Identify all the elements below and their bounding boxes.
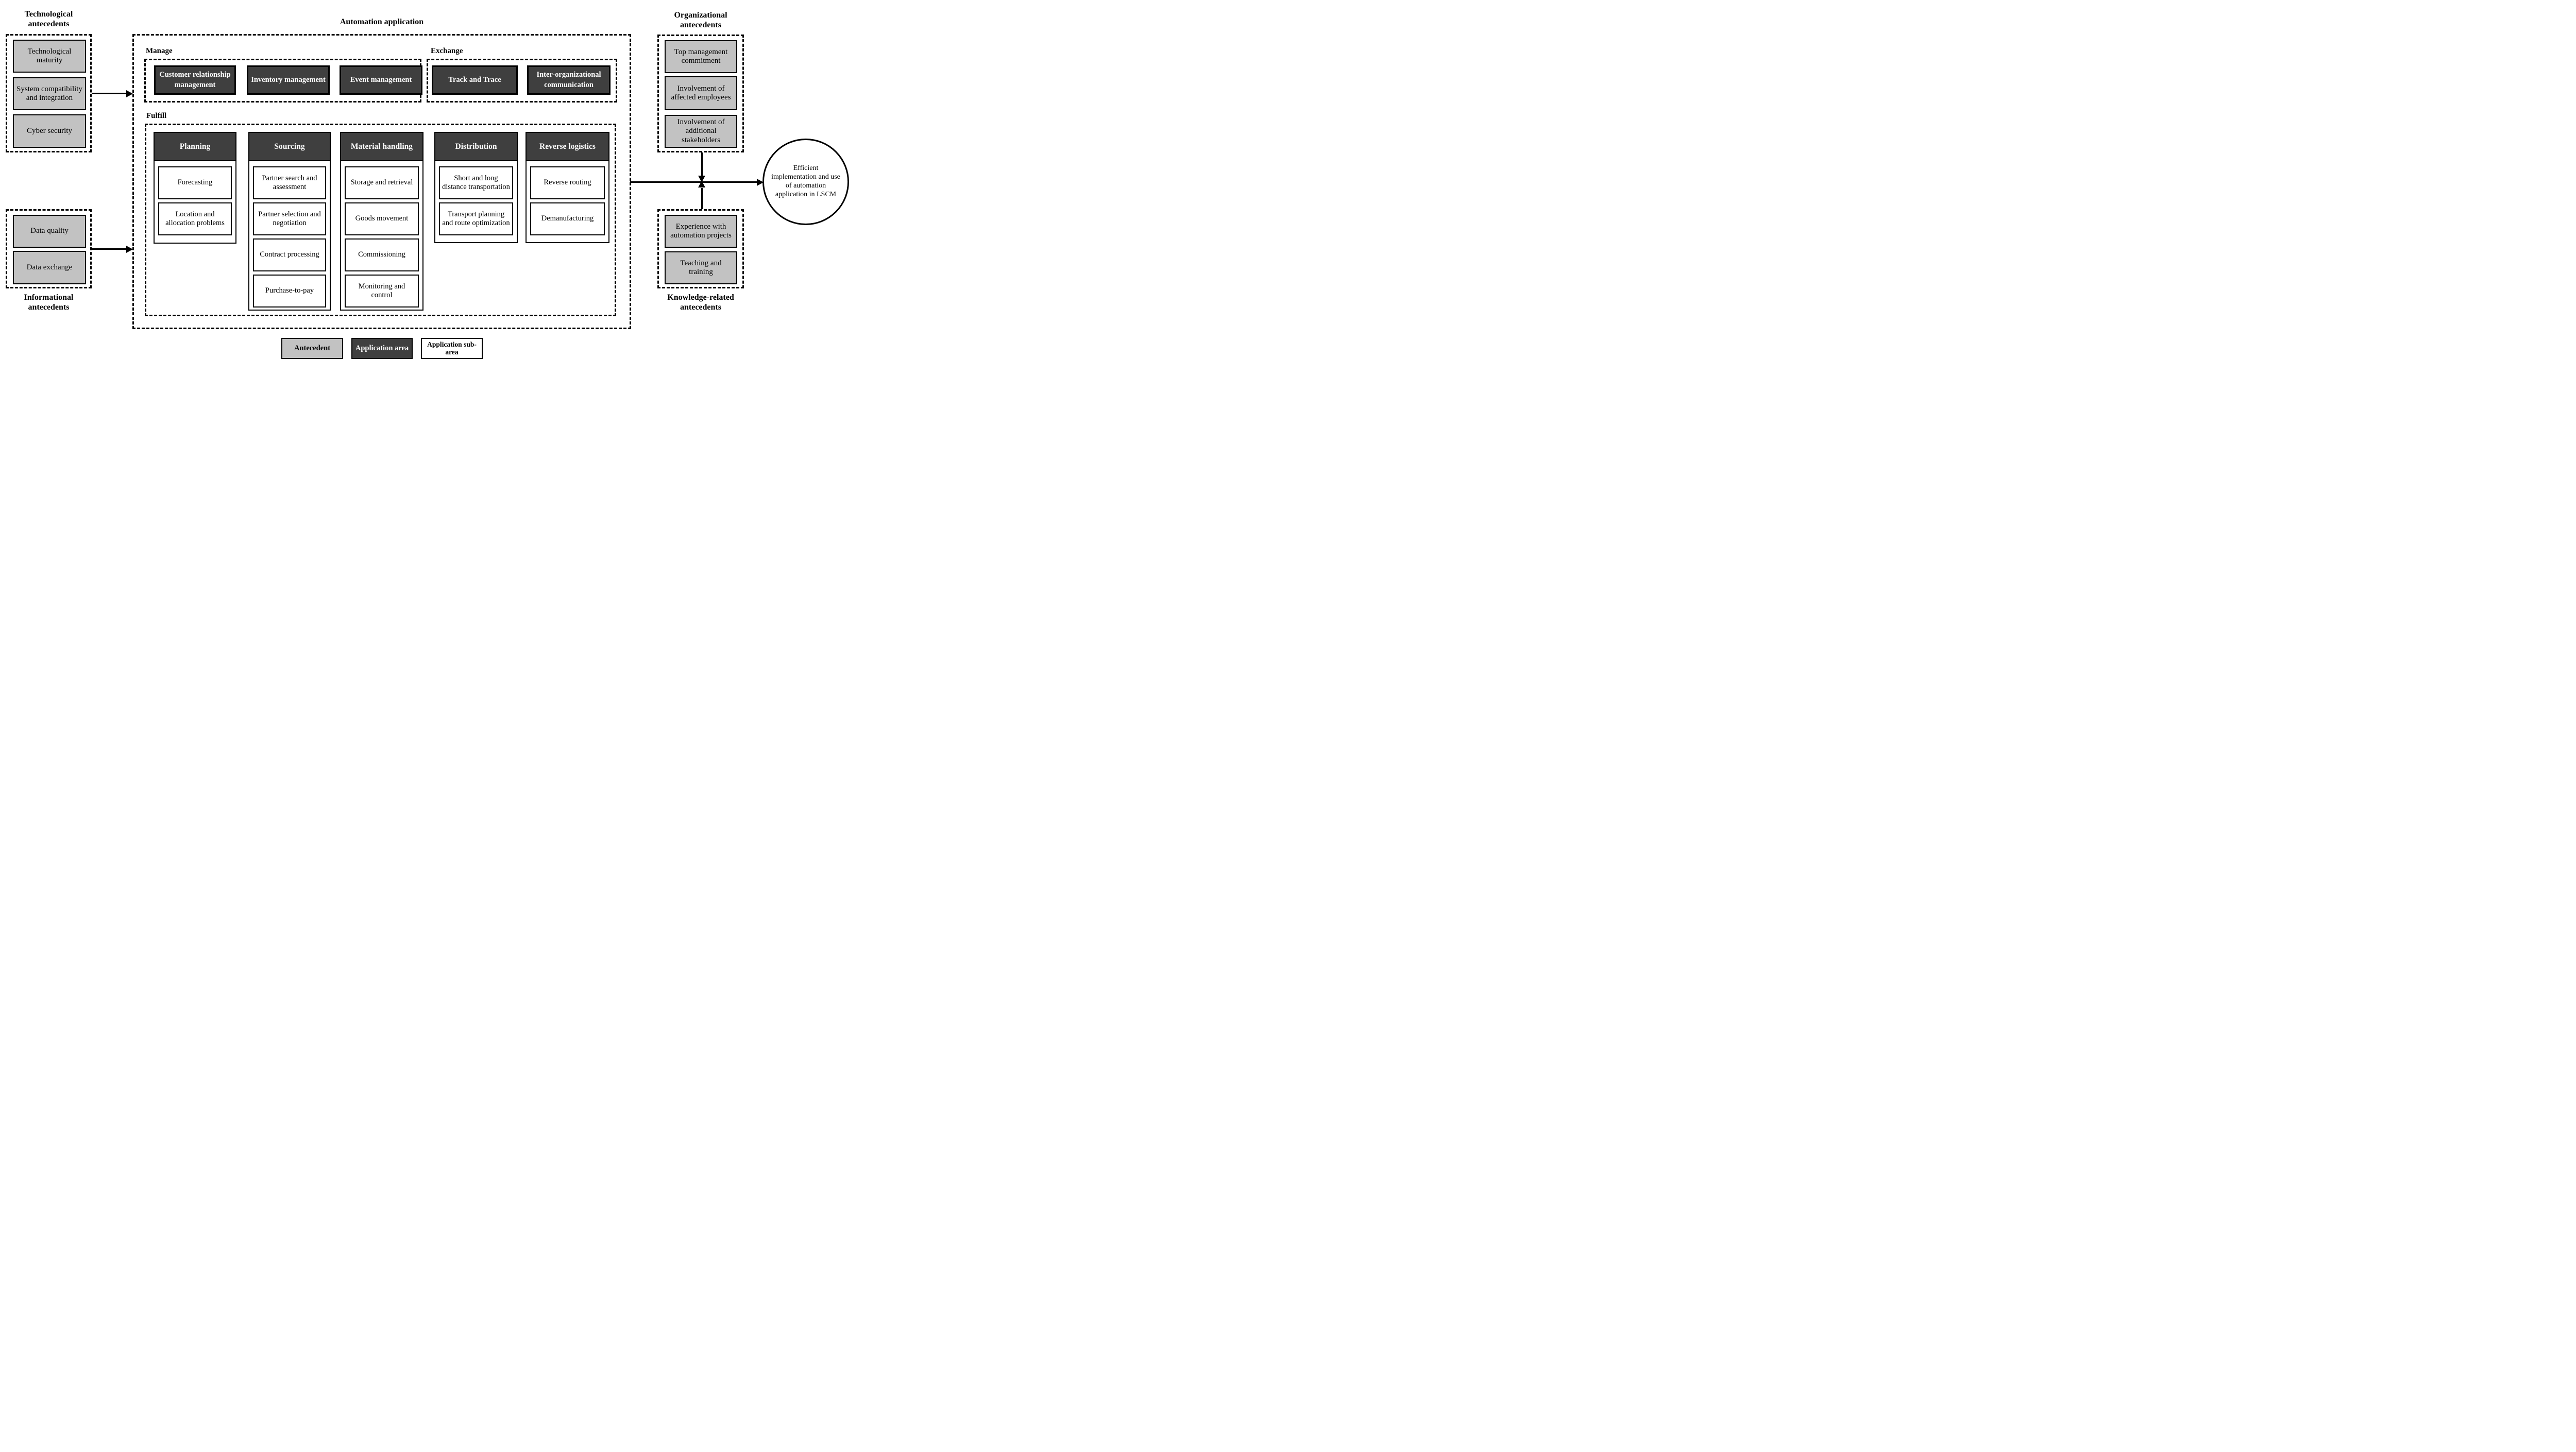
arrow-tech-to-automation-head-icon — [126, 90, 133, 97]
arrow-knowledge-up-line — [701, 188, 703, 209]
subarea-contract-processing: Contract processing — [253, 238, 326, 271]
column-sourcing: Sourcing Partner search and assessment P… — [248, 132, 331, 311]
area-material-handling-header: Material handling — [341, 133, 422, 161]
technological-antecedents-group — [6, 34, 92, 152]
legend-application-subarea: Application sub-area — [421, 338, 483, 359]
antecedent-additional-stakeholders: Involvement of additional stakeholders — [665, 115, 737, 148]
antecedent-teaching-training: Teaching and training — [665, 251, 737, 284]
antecedent-cyber-security: Cyber security — [13, 114, 86, 148]
subarea-partner-search: Partner search and assessment — [253, 166, 326, 199]
subarea-short-long-distance: Short and long distance transportation — [439, 166, 513, 199]
antecedent-data-quality: Data quality — [13, 215, 86, 248]
antecedent-top-management: Top management commitment — [665, 40, 737, 73]
subarea-location-allocation: Location and allocation problems — [158, 202, 232, 235]
column-distribution: Distribution Short and long distance tra… — [434, 132, 518, 243]
antecedent-affected-employees: Involvement of affected employees — [665, 76, 737, 110]
manage-label: Manage — [146, 47, 173, 55]
area-track-and-trace: Track and Trace — [432, 65, 518, 95]
knowledge-antecedents-group — [657, 209, 744, 288]
subarea-goods-movement: Goods movement — [345, 202, 419, 235]
subarea-forecasting: Forecasting — [158, 166, 232, 199]
informational-antecedents-group — [6, 209, 92, 288]
antecedent-experience-automation: Experience with automation projects — [665, 215, 737, 248]
area-event-management: Event management — [340, 65, 422, 95]
organizational-antecedents-title: Organizational antecedents — [674, 11, 727, 30]
subarea-demanufacturing: Demanufacturing — [530, 202, 605, 235]
area-sourcing-header: Sourcing — [249, 133, 330, 161]
arrow-org-down-head-icon — [698, 176, 705, 182]
area-inter-organizational-communication: Inter-organizational communication — [527, 65, 611, 95]
area-planning-header: Planning — [155, 133, 235, 161]
diagram-canvas: Technological antecedents Technological … — [0, 0, 852, 363]
arrow-automation-to-outcome-line — [630, 181, 759, 183]
automation-application-title: Automation application — [340, 18, 424, 26]
subarea-commissioning: Commissioning — [345, 238, 419, 271]
antecedent-data-exchange: Data exchange — [13, 251, 86, 284]
arrow-org-down-line — [701, 152, 703, 177]
antecedent-technological-maturity: Technological maturity — [13, 40, 86, 73]
legend-antecedent: Antecedent — [281, 338, 343, 359]
area-inventory-management: Inventory management — [247, 65, 330, 95]
exchange-group — [427, 59, 617, 103]
subarea-purchase-to-pay: Purchase-to-pay — [253, 275, 326, 308]
column-reverse-logistics: Reverse logistics Reverse routing Demanu… — [526, 132, 609, 243]
arrow-info-to-automation-head-icon — [126, 245, 133, 253]
area-reverse-logistics-header: Reverse logistics — [527, 133, 608, 161]
arrow-tech-to-automation-line — [92, 93, 128, 94]
subarea-transport-planning: Transport planning and route optimizatio… — [439, 202, 513, 235]
column-material-handling: Material handling Storage and retrieval … — [340, 132, 423, 311]
fulfill-label: Fulfill — [146, 112, 167, 120]
subarea-monitoring-control: Monitoring and control — [345, 275, 419, 308]
area-customer-relationship-management: Customer relationship management — [154, 65, 236, 95]
arrow-automation-to-outcome-head-icon — [757, 178, 764, 186]
organizational-antecedents-group — [657, 35, 744, 152]
area-distribution-header: Distribution — [435, 133, 517, 161]
column-planning: Planning Forecasting Location and alloca… — [154, 132, 236, 244]
informational-antecedents-title: Informational antecedents — [24, 293, 74, 312]
subarea-reverse-routing: Reverse routing — [530, 166, 605, 199]
arrow-info-to-automation-line — [92, 248, 128, 250]
antecedent-system-compatibility: System compatibility and integration — [13, 77, 86, 110]
exchange-label: Exchange — [431, 47, 463, 55]
legend-application-area: Application area — [351, 338, 413, 359]
subarea-partner-selection: Partner selection and negotiation — [253, 202, 326, 235]
technological-antecedents-title: Technological antecedents — [24, 10, 73, 29]
knowledge-antecedents-title: Knowledge-related antecedents — [667, 293, 734, 312]
outcome-circle: Efficient implementation and use of auto… — [762, 139, 849, 225]
fulfill-group — [145, 124, 616, 316]
subarea-storage-retrieval: Storage and retrieval — [345, 166, 419, 199]
